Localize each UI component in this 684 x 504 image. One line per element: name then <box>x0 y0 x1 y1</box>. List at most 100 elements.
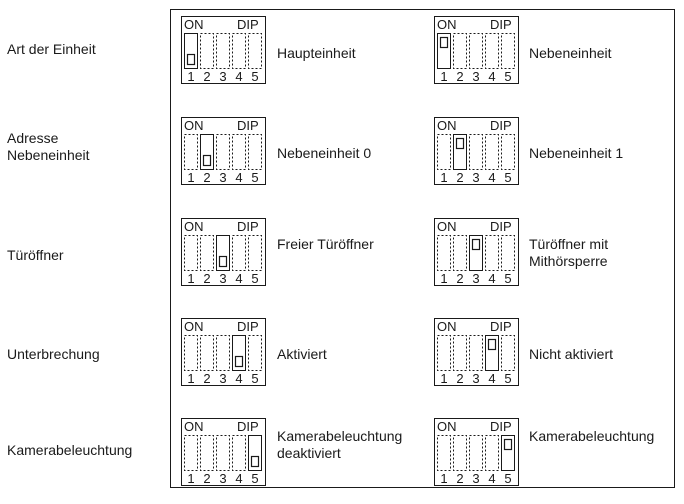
switch-number: 3 <box>472 371 479 386</box>
switch-slot <box>200 235 214 271</box>
switch-slot <box>184 335 198 371</box>
switch-knob <box>471 238 481 251</box>
switch-slot <box>184 235 198 271</box>
on-label: ON <box>184 17 204 32</box>
switch-number: 4 <box>235 471 242 486</box>
switch-knob <box>186 53 196 66</box>
switch-number: 4 <box>235 371 242 386</box>
switch-number: 5 <box>504 271 511 286</box>
dip-label: DIP <box>237 319 259 334</box>
switch-number: 1 <box>440 271 447 286</box>
on-label: ON <box>437 419 457 434</box>
switch-knob <box>455 137 465 150</box>
switch-slot <box>453 235 467 271</box>
config-frame <box>170 9 675 488</box>
switch-number: 3 <box>472 170 479 185</box>
switch-slot <box>469 33 483 69</box>
switch-slot <box>501 33 515 69</box>
switch-number: 1 <box>440 471 447 486</box>
switch-slot <box>485 435 499 471</box>
switch-slot <box>437 435 451 471</box>
switch-number: 4 <box>488 271 495 286</box>
switch-number: 2 <box>203 371 210 386</box>
switch-number: 3 <box>219 371 226 386</box>
switch-number: 3 <box>219 471 226 486</box>
dip-label: DIP <box>490 319 512 334</box>
switch-number: 4 <box>235 69 242 84</box>
on-label: ON <box>184 419 204 434</box>
on-label: ON <box>437 17 457 32</box>
switch-slot <box>200 335 214 371</box>
switch-number: 4 <box>488 69 495 84</box>
switch-slot <box>248 235 262 271</box>
switch-slot <box>453 33 467 69</box>
switch-slot <box>501 335 515 371</box>
switch-number: 4 <box>488 170 495 185</box>
switch-slot <box>248 335 262 371</box>
switch-number: 4 <box>235 170 242 185</box>
switch-slot <box>200 33 214 69</box>
switch-number: 1 <box>187 471 194 486</box>
switch-slot <box>437 235 451 271</box>
dip-label: DIP <box>490 17 512 32</box>
switch-number: 5 <box>251 371 258 386</box>
switch-number: 5 <box>251 170 258 185</box>
switch-knob <box>503 438 513 451</box>
switch-number: 3 <box>219 271 226 286</box>
switch-number: 3 <box>219 170 226 185</box>
switch-number: 4 <box>488 471 495 486</box>
switch-slot <box>248 33 262 69</box>
switch-number: 2 <box>203 271 210 286</box>
switch-knob <box>439 36 449 49</box>
option-label: Nebeneinheit <box>529 45 612 61</box>
row-label-interruption: Unterbrechung <box>7 346 100 362</box>
switch-slot <box>453 435 467 471</box>
switch-slot <box>216 33 230 69</box>
switch-slot <box>184 435 198 471</box>
on-label: ON <box>437 319 457 334</box>
switch-knob <box>250 455 260 468</box>
switch-slot <box>232 235 246 271</box>
switch-number: 2 <box>203 69 210 84</box>
switch-number: 1 <box>187 69 194 84</box>
switch-slot <box>232 33 246 69</box>
option-label: Nebeneinheit 1 <box>529 145 624 161</box>
on-label: ON <box>184 319 204 334</box>
switch-number: 4 <box>488 371 495 386</box>
switch-number: 2 <box>456 471 463 486</box>
dip-label: DIP <box>237 118 259 133</box>
option-label: Türöffner mit Mithörsperre <box>529 236 609 269</box>
option-label: Kamerabeleuchtung deaktiviert <box>277 428 403 461</box>
switch-knob <box>487 338 497 351</box>
switch-number: 5 <box>504 170 511 185</box>
switch-slot <box>501 134 515 170</box>
switch-number: 1 <box>440 371 447 386</box>
switch-number: 3 <box>219 69 226 84</box>
row-label-camera-light: Kamerabeleuchtung <box>7 442 133 458</box>
option-label: Nebeneinheit 0 <box>277 145 372 161</box>
on-label: ON <box>437 219 457 234</box>
switch-knob <box>234 355 244 368</box>
switch-slot <box>437 134 451 170</box>
dip-label: DIP <box>237 219 259 234</box>
switch-number: 2 <box>456 170 463 185</box>
dip-label: DIP <box>490 219 512 234</box>
switch-number: 1 <box>440 69 447 84</box>
row-label-unit-type: Art der Einheit <box>7 41 96 57</box>
switch-number: 3 <box>472 69 479 84</box>
dip-label: DIP <box>237 419 259 434</box>
switch-number: 1 <box>187 271 194 286</box>
switch-number: 2 <box>456 371 463 386</box>
switch-slot <box>216 335 230 371</box>
on-label: ON <box>437 118 457 133</box>
switch-slot <box>469 134 483 170</box>
switch-knob <box>218 255 228 268</box>
